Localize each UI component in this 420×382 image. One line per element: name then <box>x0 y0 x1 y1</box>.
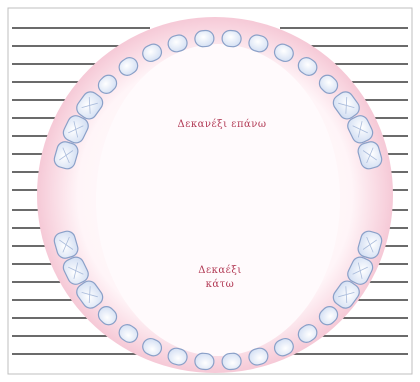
lower-jaw-label: Δεκαέξι κάτω <box>198 264 242 292</box>
lower-tooth <box>221 353 241 371</box>
lower-tooth <box>194 353 214 371</box>
upper-tooth <box>194 30 214 48</box>
lower-jaw-label-line2: κάτω <box>198 278 242 292</box>
palate-area <box>96 44 340 356</box>
upper-jaw-label: Δεκανέξι επάνω <box>177 118 266 132</box>
lower-jaw-label-line1: Δεκαέξι <box>198 264 242 278</box>
upper-tooth <box>221 30 241 48</box>
